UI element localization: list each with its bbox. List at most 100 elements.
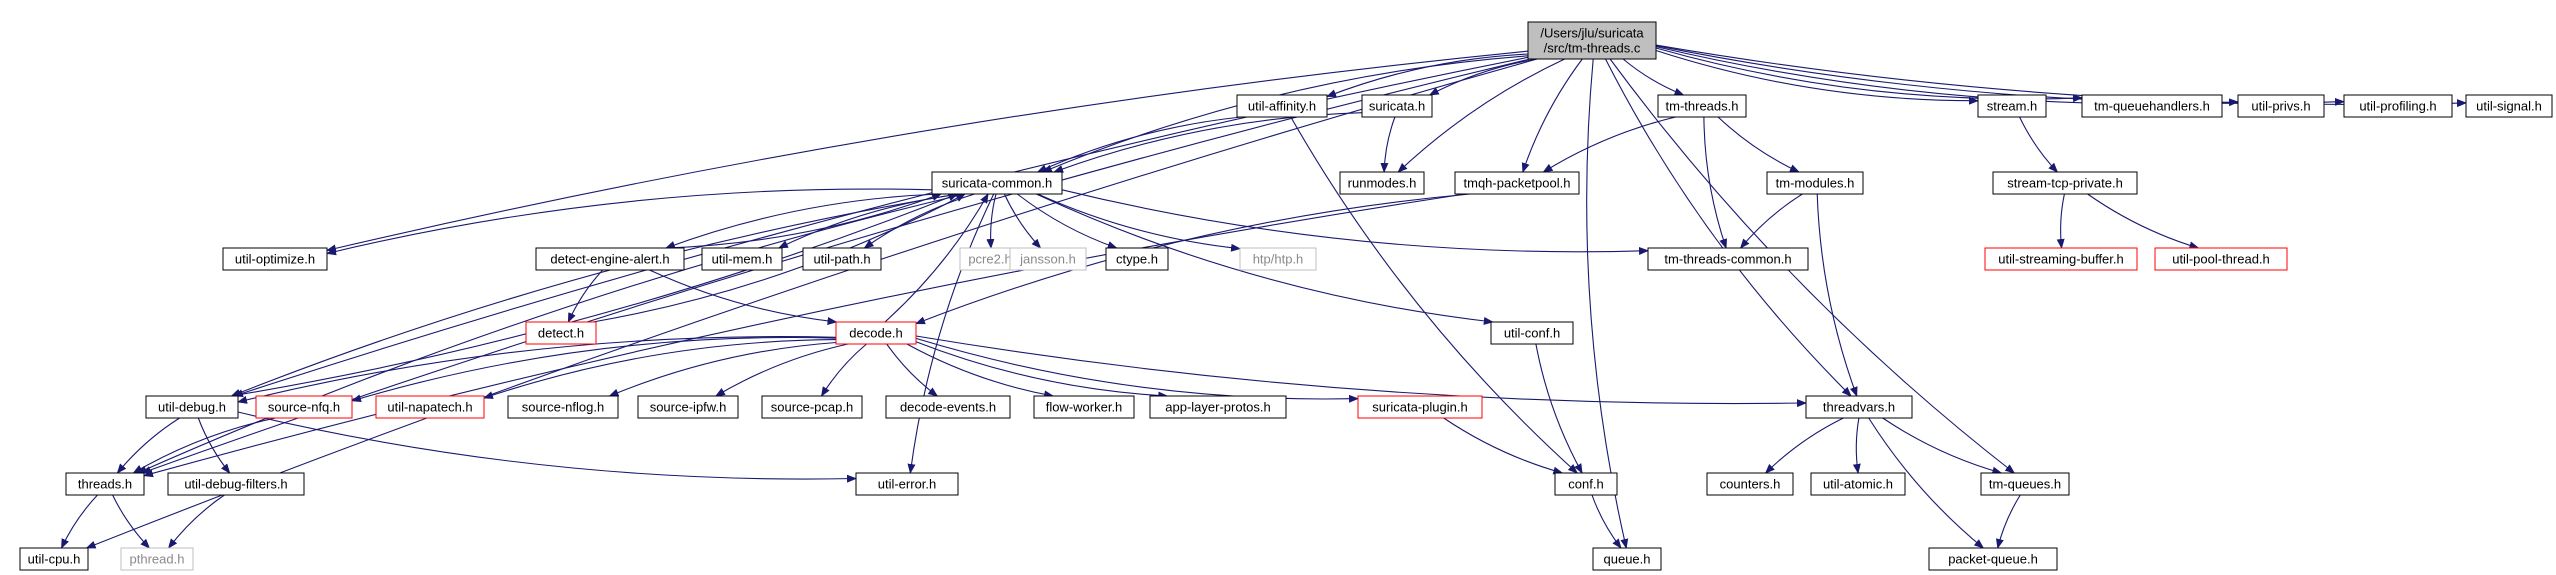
- node-source-nfq[interactable]: source-nfq.h: [255, 395, 353, 419]
- node-util-privs[interactable]: util-privs.h: [2237, 94, 2325, 118]
- node-decode[interactable]: decode.h: [835, 321, 917, 345]
- node-util-pool-thread[interactable]: util-pool-thread.h: [2154, 247, 2288, 271]
- node-util-conf[interactable]: util-conf.h: [1490, 321, 1574, 345]
- node-tm-modules[interactable]: tm-modules.h: [1766, 171, 1864, 195]
- node-label: util-privs.h: [2251, 99, 2310, 114]
- edge-detect-engine-alert-to-decode: [649, 269, 838, 325]
- node-box: [855, 472, 959, 496]
- node-box: [535, 247, 685, 271]
- node-tm-threads-h[interactable]: tm-threads.h: [1657, 94, 1747, 118]
- node-app-layer-protos[interactable]: app-layer-protos.h: [1149, 395, 1287, 419]
- node-detect-engine-alert[interactable]: detect-engine-alert.h: [535, 247, 685, 271]
- node-box: [222, 247, 328, 271]
- node-ctype[interactable]: ctype.h: [1105, 247, 1169, 271]
- edge-decode-to-decode-events: [886, 343, 939, 397]
- node-box: [835, 321, 917, 345]
- node-util-debug[interactable]: util-debug.h: [145, 395, 239, 419]
- node-label: detect-engine-alert.h: [550, 252, 669, 267]
- node-label: app-layer-protos.h: [1165, 400, 1271, 415]
- node-box: [1592, 547, 1662, 571]
- edge-tmqh-packetpool-to-threads: [143, 193, 1466, 478]
- node-source-pcap[interactable]: source-pcap.h: [761, 395, 863, 419]
- node-box: [2343, 94, 2453, 118]
- edge-util-affinity-to-conf: [1290, 116, 1578, 474]
- node-suricata-plugin[interactable]: suricata-plugin.h: [1357, 395, 1483, 419]
- node-detect[interactable]: detect.h: [525, 321, 597, 345]
- node-queue[interactable]: queue.h: [1592, 547, 1662, 571]
- node-util-debug-filters[interactable]: util-debug-filters.h: [167, 472, 305, 496]
- node-tm-threads-common[interactable]: tm-threads-common.h: [1647, 247, 1809, 271]
- node-label: source-nflog.h: [522, 400, 604, 415]
- node-util-optimize[interactable]: util-optimize.h: [222, 247, 328, 271]
- node-util-path[interactable]: util-path.h: [802, 247, 882, 271]
- node-counters[interactable]: counters.h: [1706, 472, 1794, 496]
- edge-root-to-runmodes: [1397, 58, 1565, 173]
- node-box: [1490, 321, 1574, 345]
- node-source-ipfw[interactable]: source-ipfw.h: [637, 395, 739, 419]
- node-label: util-path.h: [813, 252, 870, 267]
- edge-root-to-stream: [1655, 49, 1979, 105]
- node-label: source-ipfw.h: [650, 400, 727, 415]
- edge-detect-engine-alert-to-detect: [567, 269, 604, 323]
- node-box: [1236, 94, 1328, 118]
- node-util-profiling[interactable]: util-profiling.h: [2343, 94, 2453, 118]
- node-label: counters.h: [1720, 477, 1781, 492]
- edge-decode-to-threadvars: [915, 335, 1807, 408]
- edge-threads-to-pthread: [112, 494, 151, 549]
- node-threadvars[interactable]: threadvars.h: [1805, 395, 1913, 419]
- node-label: packet-queue.h: [1948, 552, 2038, 567]
- node-util-signal[interactable]: util-signal.h: [2465, 94, 2553, 118]
- node-label: queue.h: [1604, 552, 1651, 567]
- node-box: [120, 547, 194, 571]
- node-suricata[interactable]: suricata.h: [1361, 94, 1433, 118]
- node-stream-tcp-private[interactable]: stream-tcp-private.h: [1992, 171, 2138, 195]
- node-label: tm-modules.h: [1776, 176, 1855, 191]
- node-util-cpu[interactable]: util-cpu.h: [19, 547, 89, 571]
- edge-threadvars-to-util-atomic: [1852, 417, 1861, 474]
- edge-suricata-common-to-util-optimize: [326, 188, 933, 256]
- node-box: [1239, 247, 1317, 271]
- node-util-atomic[interactable]: util-atomic.h: [1810, 472, 1906, 496]
- node-tm-queues[interactable]: tm-queues.h: [1980, 472, 2070, 496]
- node-pthread[interactable]: pthread.h: [120, 547, 194, 571]
- node-util-streaming-buffer[interactable]: util-streaming-buffer.h: [1984, 247, 2138, 271]
- node-tmqh-packetpool[interactable]: tmqh-packetpool.h: [1454, 171, 1580, 195]
- node-decode-events[interactable]: decode-events.h: [885, 395, 1011, 419]
- node-tm-queuehandlers[interactable]: tm-queuehandlers.h: [2081, 94, 2223, 118]
- edge-root-to-suricata: [1428, 58, 1537, 96]
- edge-util-affinity-to-suricata-common: [1036, 116, 1242, 173]
- node-box: [525, 321, 597, 345]
- node-label: source-nfq.h: [268, 400, 340, 415]
- node-label: tm-queues.h: [1989, 477, 2061, 492]
- node-label: htp/htp.h: [1253, 252, 1304, 267]
- edge-suricata-common-to-util-debug: [230, 193, 958, 397]
- node-label: threads.h: [78, 477, 132, 492]
- node-util-mem[interactable]: util-mem.h: [701, 247, 783, 271]
- node-stream[interactable]: stream.h: [1977, 94, 2047, 118]
- node-suricata-common[interactable]: suricata-common.h: [931, 171, 1063, 195]
- node-root[interactable]: /Users/jlu/suricata/src/tm-threads.c: [1527, 21, 1657, 60]
- node-packet-queue[interactable]: packet-queue.h: [1928, 547, 2058, 571]
- node-runmodes[interactable]: runmodes.h: [1339, 171, 1425, 195]
- edge-tm-queues-to-packet-queue: [1996, 494, 2021, 549]
- edge-detect-to-suricata-common: [592, 193, 966, 323]
- node-util-error[interactable]: util-error.h: [855, 472, 959, 496]
- node-box: [1657, 94, 1747, 118]
- edge-threadvars-to-counters: [1764, 417, 1844, 474]
- node-htp[interactable]: htp/htp.h: [1239, 247, 1317, 271]
- edge-decode-to-source-nfq: [351, 336, 837, 403]
- node-util-affinity[interactable]: util-affinity.h: [1236, 94, 1328, 118]
- node-box: [1339, 171, 1425, 195]
- edge-suricata-common-to-util-error: [907, 193, 995, 474]
- node-conf[interactable]: conf.h: [1554, 472, 1618, 496]
- node-source-nflog[interactable]: source-nflog.h: [507, 395, 619, 419]
- node-threads[interactable]: threads.h: [65, 472, 145, 496]
- node-flow-worker[interactable]: flow-worker.h: [1033, 395, 1135, 419]
- node-jansson[interactable]: jansson.h: [1009, 247, 1087, 271]
- node-box: [1009, 247, 1087, 271]
- node-pcre2[interactable]: pcre2.h: [959, 247, 1021, 271]
- node-util-napatech[interactable]: util-napatech.h: [375, 395, 485, 419]
- edge-decode-to-source-pcap: [820, 343, 867, 397]
- node-box: [2081, 94, 2223, 118]
- node-box: [19, 547, 89, 571]
